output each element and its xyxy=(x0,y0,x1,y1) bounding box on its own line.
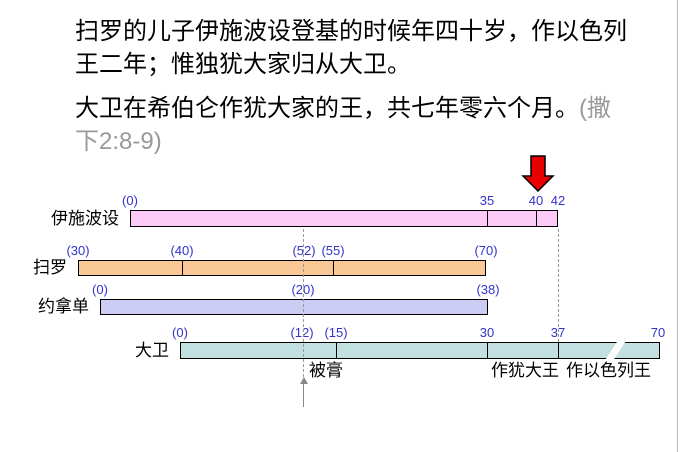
dashed-guide-line xyxy=(558,229,559,342)
age-tick-label: (30) xyxy=(66,243,90,258)
bar-segment-divider xyxy=(336,343,337,358)
intro-paragraph-1-line-1: 扫罗的儿子伊施波设登基的时候年四十岁，作以色列 xyxy=(75,18,627,45)
row-label-扫罗: 扫罗 xyxy=(33,258,67,277)
row-label-大卫: 大卫 xyxy=(135,340,169,360)
age-tick-label: 30 xyxy=(479,325,495,340)
age-tick-label: 70 xyxy=(650,325,666,340)
intro-paragraph-2-line-1: 大卫在希伯仑作犹大家的王，共七年零六个月。(撒 xyxy=(75,92,611,125)
bar-segment-divider xyxy=(333,261,334,275)
age-tick-label: (0) xyxy=(122,193,138,208)
timeline-bar-约拿单 xyxy=(100,299,488,315)
scripture-reference-part-2: 下2:8-9) xyxy=(75,128,162,155)
up-arrow-stem xyxy=(303,383,304,407)
age-tick-label: (38) xyxy=(476,282,500,297)
dashed-guide-line xyxy=(303,229,304,377)
age-tick-label: (52) xyxy=(292,243,316,258)
age-tick-label: (0) xyxy=(172,325,188,340)
timeline-bar-大卫 xyxy=(180,342,660,359)
scripture-reference-part-1: (撒 xyxy=(579,95,611,122)
age-tick-label: (70) xyxy=(474,243,498,258)
annotation-label: 被膏 xyxy=(309,361,343,380)
bar-segment-divider xyxy=(182,261,183,275)
bar-segment-divider xyxy=(558,343,559,358)
age-tick-label: 35 xyxy=(479,193,495,208)
age-tick-label: (15) xyxy=(324,325,348,340)
intro-paragraph-1-line-2: 王二年；惟独犹大家归从大卫。 xyxy=(75,51,411,78)
age-tick-label: 40 xyxy=(528,193,544,208)
page-right-border xyxy=(677,0,678,452)
bar-segment-divider xyxy=(536,211,537,226)
timeline-bar-伊施波设 xyxy=(130,210,558,227)
age-tick-label: (55) xyxy=(321,243,345,258)
annotation-label: 作以色列王 xyxy=(566,361,651,380)
row-label-约拿单: 约拿单 xyxy=(38,297,89,316)
age-tick-label: (0) xyxy=(92,282,108,297)
up-arrow-icon xyxy=(300,377,308,384)
timeline-bar-扫罗 xyxy=(78,260,486,276)
age-tick-label: (12) xyxy=(290,325,314,340)
age-tick-label: (40) xyxy=(170,243,194,258)
row-label-伊施波设: 伊施波设 xyxy=(51,208,119,228)
intro-paragraph-2: 大卫在希伯仑作犹大家的王，共七年零六个月。(撒 下2:8-9) xyxy=(75,92,611,158)
red-down-arrow-icon xyxy=(521,155,555,193)
intro-paragraph-1: 扫罗的儿子伊施波设登基的时候年四十岁，作以色列 王二年；惟独犹大家归从大卫。 xyxy=(75,15,627,81)
bar-segment-divider xyxy=(487,211,488,226)
paragraph-2-text: 大卫在希伯仑作犹大家的王，共七年零六个月。 xyxy=(75,95,579,122)
bar-segment-divider xyxy=(487,343,488,358)
age-tick-label: 42 xyxy=(550,193,566,208)
annotation-label: 作犹大王 xyxy=(491,361,559,380)
